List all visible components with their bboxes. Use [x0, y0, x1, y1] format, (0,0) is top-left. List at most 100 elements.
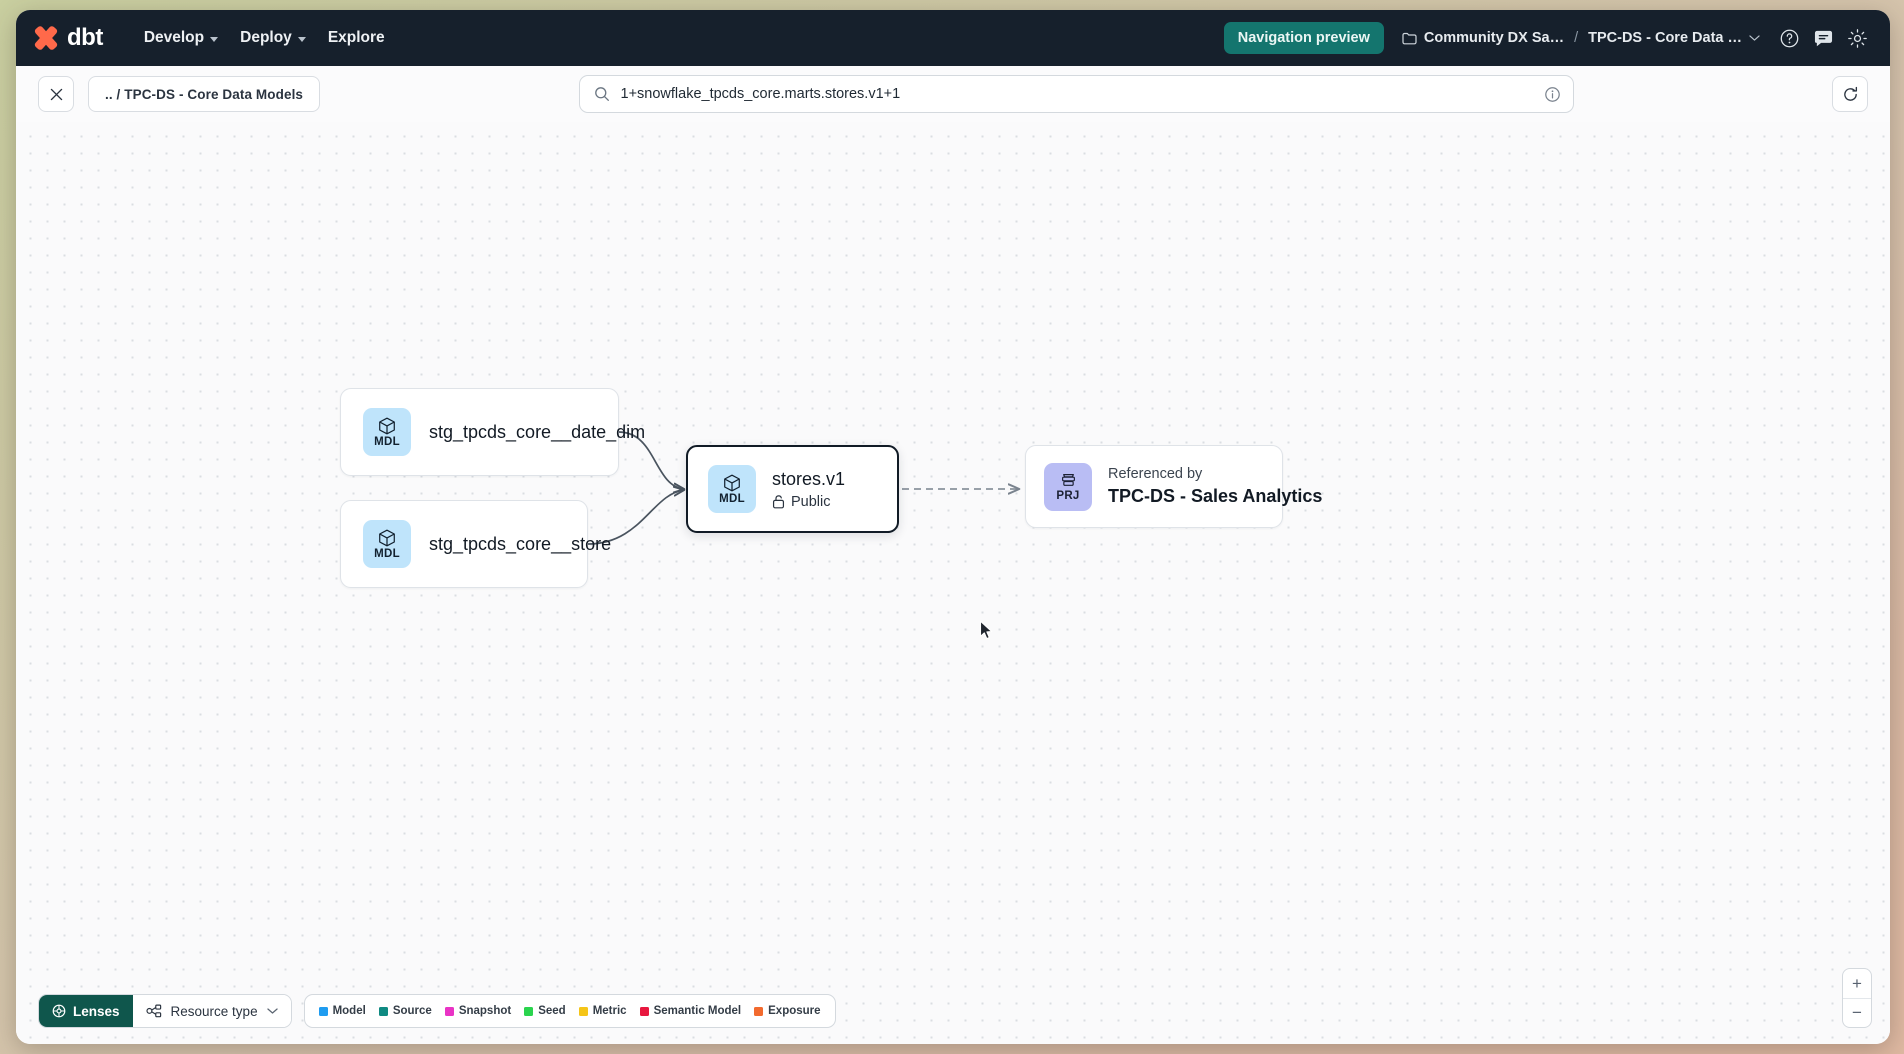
- legend-label: Model: [332, 1005, 366, 1017]
- legend-item-seed: Seed: [524, 1005, 566, 1017]
- node-body: Referenced by TPC-DS - Sales Analytics: [1108, 466, 1323, 507]
- refresh-icon: [1843, 86, 1857, 101]
- cube-icon: [379, 529, 395, 547]
- nodes-icon: [145, 1004, 161, 1018]
- lineage-toolbar: .. / TPC-DS - Core Data Models: [16, 66, 1890, 122]
- search-area: [334, 75, 1818, 113]
- node-body: stg_tpcds_core__store: [429, 533, 612, 555]
- zoom-controls: + −: [1842, 968, 1872, 1028]
- model-badge-label: MDL: [374, 547, 400, 560]
- lenses-button-label: Lenses: [73, 1003, 120, 1019]
- legend-swatch: [318, 1006, 328, 1016]
- legend-label: Metric: [592, 1005, 627, 1017]
- project-icon: [1061, 473, 1075, 486]
- chevron-down-icon: [297, 36, 306, 42]
- lineage-search-box[interactable]: [578, 75, 1574, 113]
- node-title: TPC-DS - Sales Analytics: [1108, 486, 1323, 506]
- lineage-node-stg-date-dim[interactable]: MDL stg_tpcds_core__date_dim: [340, 388, 646, 476]
- legend-item-source: Source: [378, 1005, 432, 1017]
- legend-label: Source: [392, 1005, 432, 1017]
- legend-label: Seed: [538, 1005, 566, 1017]
- legend-label: Semantic Model: [653, 1005, 742, 1017]
- legend-item-exposure: Exposure: [754, 1005, 821, 1017]
- chat-feedback-icon[interactable]: [1808, 23, 1838, 53]
- lineage-edges: [587, 431, 1890, 545]
- breadcrumb-chip[interactable]: .. / TPC-DS - Core Data Models: [88, 76, 321, 112]
- chevron-down-icon: [266, 1008, 278, 1014]
- breadcrumb-account[interactable]: Community DX Sa…: [1402, 30, 1564, 46]
- legend-swatch: [754, 1006, 764, 1016]
- node-body: stores.v1 Public: [772, 469, 845, 510]
- breadcrumb-project-label: TPC-DS - Core Data …: [1588, 30, 1742, 46]
- model-badge: MDL: [363, 408, 411, 456]
- lineage-search-input[interactable]: [620, 86, 1533, 102]
- help-circle-icon[interactable]: [1774, 23, 1804, 53]
- model-badge-label: MDL: [719, 492, 745, 505]
- info-circle-icon[interactable]: [1544, 86, 1561, 103]
- legend-swatch: [578, 1006, 588, 1016]
- node-kicker: Referenced by: [1108, 466, 1203, 482]
- model-badge: MDL: [708, 465, 756, 513]
- unlock-icon: [772, 495, 785, 509]
- folder-icon: [1402, 32, 1417, 44]
- project-badge: PRJ: [1044, 462, 1092, 511]
- legend-item-metric: Metric: [578, 1005, 627, 1017]
- nav-item-deploy-label: Deploy: [240, 29, 292, 46]
- cube-icon: [724, 474, 740, 492]
- lens-controls: Lenses Resource type: [38, 994, 292, 1028]
- nav-item-develop[interactable]: Develop: [133, 23, 229, 53]
- chevron-down-icon: [1749, 35, 1760, 41]
- node-body: stg_tpcds_core__date_dim: [429, 421, 646, 443]
- legend-item-snapshot: Snapshot: [444, 1005, 512, 1017]
- resource-type-dropdown[interactable]: Resource type: [132, 995, 291, 1027]
- nav-item-deploy[interactable]: Deploy: [229, 23, 317, 53]
- navigation-preview-badge[interactable]: Navigation preview: [1223, 22, 1384, 54]
- node-access-label: Public: [791, 493, 831, 510]
- lineage-node-stg-store[interactable]: MDL stg_tpcds_core__store: [340, 500, 612, 588]
- legend-label: Exposure: [768, 1005, 821, 1017]
- legend-swatch: [639, 1006, 649, 1016]
- lineage-node-referenced-by-project[interactable]: PRJ Referenced by TPC-DS - Sales Analyti…: [1025, 445, 1323, 528]
- model-badge-label: MDL: [374, 435, 400, 448]
- node-title: stg_tpcds_core__store: [429, 533, 612, 554]
- breadcrumb-separator: /: [1574, 30, 1579, 46]
- dbt-logo[interactable]: dbt: [32, 25, 103, 51]
- lenses-button[interactable]: Lenses: [39, 995, 133, 1027]
- zoom-in-button[interactable]: +: [1852, 973, 1862, 993]
- chevron-down-icon: [210, 36, 219, 42]
- breadcrumb-account-label: Community DX Sa…: [1423, 30, 1565, 46]
- top-navbar: dbt Develop Deploy Explore Navigation pr…: [16, 10, 1890, 66]
- close-icon: [50, 88, 62, 100]
- zoom-out-button[interactable]: −: [1843, 998, 1871, 1027]
- lineage-node-stores-v1[interactable]: MDL stores.v1 Public: [686, 445, 899, 533]
- dbt-logo-icon: [32, 25, 60, 51]
- search-icon: [594, 87, 609, 101]
- node-title: stg_tpcds_core__date_dim: [429, 421, 646, 442]
- resource-type-label: Resource type: [170, 1003, 258, 1019]
- legend-label: Snapshot: [458, 1005, 512, 1017]
- lineage-bottom-bar: Lenses Resource type: [38, 994, 836, 1028]
- mouse-cursor: [979, 620, 995, 647]
- gear-icon[interactable]: [1842, 23, 1872, 53]
- nav-item-develop-label: Develop: [143, 29, 205, 46]
- legend-swatch: [444, 1006, 454, 1016]
- resource-type-legend: Model Source Snapshot Seed: [303, 994, 836, 1028]
- lens-icon: [52, 1004, 66, 1018]
- cube-icon: [379, 417, 395, 435]
- toolbar-right: [1832, 76, 1868, 112]
- close-lineage-button[interactable]: [38, 76, 74, 112]
- node-access-status: Public: [772, 494, 845, 510]
- lineage-canvas[interactable]: MDL stg_tpcds_core__date_dim MDL stg_tpc…: [16, 122, 1890, 1044]
- nav-item-explore[interactable]: Explore: [317, 23, 396, 53]
- breadcrumb-project[interactable]: TPC-DS - Core Data …: [1588, 30, 1760, 46]
- refresh-lineage-button[interactable]: [1832, 76, 1868, 112]
- legend-item-model: Model: [318, 1005, 366, 1017]
- cursor-arrow-icon: [979, 620, 993, 640]
- nav-item-explore-label: Explore: [327, 29, 385, 46]
- browser-window: dbt Develop Deploy Explore Navigation pr…: [16, 10, 1890, 1044]
- model-badge: MDL: [363, 520, 411, 568]
- node-title: stores.v1: [772, 468, 846, 489]
- dbt-logo-text: dbt: [67, 24, 103, 51]
- legend-item-semantic-model: Semantic Model: [639, 1005, 742, 1017]
